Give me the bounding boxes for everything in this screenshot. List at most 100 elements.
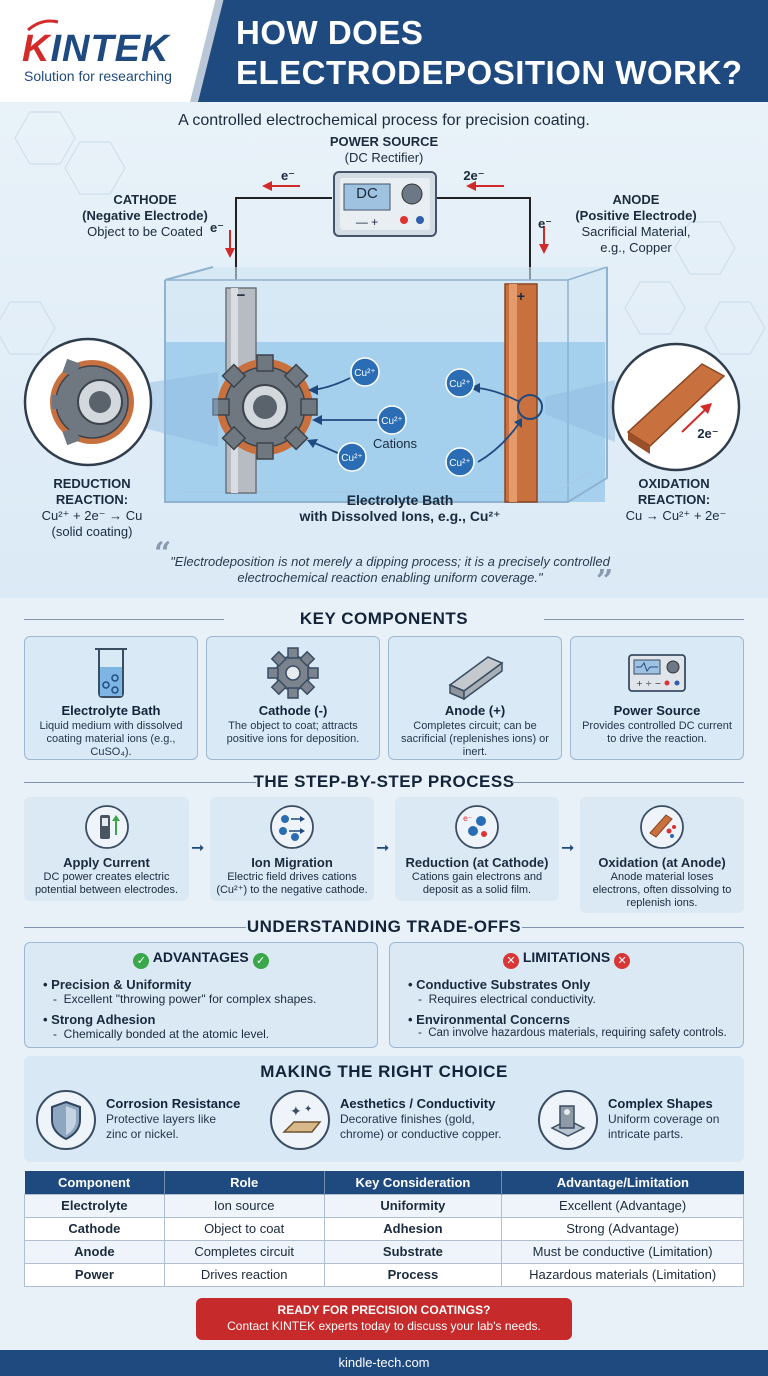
table-cell: Electrolyte [24,1193,165,1218]
table-header: Role [164,1171,325,1194]
table-cell: Drives reaction [163,1262,325,1287]
option-desc: chrome) or conductive copper. [340,1127,502,1141]
option-desc: zinc or nickel. [106,1127,179,1141]
electron-label: e⁻ [280,168,296,183]
component-card-anode: Anode (+) Completes circuit; can be sacr… [388,636,562,760]
step-desc: Cations gain electrons and deposit as a … [411,871,543,896]
table-row: Cathode Object to coat Adhesion Strong (… [24,1216,744,1241]
ion-migration-icon [270,805,314,849]
divider [544,619,744,620]
component-card-cathode: Cathode (-) The object to coat; attracts… [206,636,380,760]
cathode-subtitle: (Negative Electrode) [82,208,208,223]
anode-plate [504,283,543,503]
step-arrow-icon: ➞ [561,840,575,857]
table-header-row: Component Role Key Consideration Advanta… [24,1171,744,1194]
divider [24,927,246,928]
comparison-table: Component Role Key Consideration Advanta… [24,1171,744,1287]
ion-label: Cu²⁺ [354,368,376,379]
complex-part-shape [550,1105,586,1137]
option-title: Corrosion Resistance [106,1096,241,1111]
component-title: Anode (+) [444,703,506,718]
step-title: Ion Migration [251,855,333,870]
ion-label: Cu²⁺ [341,453,363,464]
table-cell: Ion source [163,1193,325,1218]
component-title: Cathode (-) [258,703,328,718]
footer-url-link[interactable]: kindle-tech.com [338,1355,430,1370]
option-desc: Uniform coverage on [608,1112,720,1126]
logo-tagline: Solution for researching [24,68,172,84]
cathode-minus-sign: − [236,287,246,304]
page-title-line-1: HOW DOES [236,14,424,51]
shield-icon-shape [51,1100,81,1141]
component-card-power: + ÷ − Power Source Provides controlled D… [570,636,744,760]
limitation-item-desc: - Requires electrical conductivity. [418,992,596,1006]
reduction-icon: e⁻ [455,805,499,849]
bath-label-line-1: Electrolyte Bath [346,492,454,508]
power-source-title: POWER SOURCE [329,134,439,149]
svg-text:✦: ✦ [304,1104,312,1115]
table-cell: Adhesion [323,1216,503,1241]
option-desc: Decorative finishes (gold, [340,1112,475,1126]
step-desc: DC power creates electric potential betw… [34,871,179,896]
option-desc: Protective layers like [106,1112,217,1126]
electrodeposition-diagram: A controlled electrochemical process for… [0,102,768,599]
ion-circles [337,357,475,477]
table-cell: Excellent (Advantage) [501,1193,744,1218]
table-cell: Power [24,1262,165,1287]
oxidation-title: REACTION: [637,492,711,507]
svg-text:✦: ✦ [290,1104,302,1120]
cations-label: Cations [372,436,418,451]
oxidation-title: OXIDATION [638,476,710,491]
reduction-note: (solid coating) [51,524,133,539]
quote-close-icon: ” [596,564,614,599]
divider [24,782,256,783]
component-title: Electrolyte Bath [61,703,161,718]
component-desc: Liquid medium with dissolved coating mat… [39,720,183,758]
cta-contact-button[interactable]: READY FOR PRECISION COATINGS? Contact KI… [196,1298,572,1340]
reduction-title: REDUCTION [53,476,131,491]
anode-zoom-bubble [611,342,741,472]
anode-plus-sign: + [516,288,526,304]
option-title: Complex Shapes [608,1096,713,1111]
advantages-box: ✓ ADVANTAGES ✓ • Precision & Uniformity … [24,942,378,1048]
anode-description: Sacrificial Material, [581,224,691,239]
divider [522,927,744,928]
cta-heading: READY FOR PRECISION COATINGS? [277,1303,491,1317]
power-display: DC [356,185,378,202]
hex-pattern [0,111,766,355]
table-cell: Completes circuit [163,1239,325,1264]
table-row: Anode Completes circuit Substrate Must b… [24,1239,744,1264]
sparkle-plate-icon: ✦ ✦ [270,1090,330,1150]
choice-title: MAKING THE RIGHT CHOICE [260,1062,508,1081]
power-source-subtitle: (DC Rectifier) [344,150,424,165]
advantages-title: ADVANTAGES [152,949,249,965]
limitation-item-title: • Environmental Concerns [408,1012,571,1027]
limitations-list: • Conductive Substrates Only - Requires … [408,977,743,1039]
check-icon: ✓ [133,953,150,969]
logo-swoosh-icon [27,19,59,32]
divider [512,782,744,783]
reduction-equation: Cu²⁺ + 2e⁻ → Cu [41,508,143,523]
gear-workpiece-icon [212,354,318,460]
anode-title: ANODE [612,192,660,207]
diagram-quote: "Electrodeposition is not merely a dippi… [170,554,610,585]
step-desc: Electric field drives cations (Cu²⁺) to … [216,871,368,896]
svg-text:+ ÷ −: + ÷ − [636,679,661,688]
component-title: Power Source [613,703,701,718]
table-cell: Substrate [323,1239,503,1264]
svg-text:e⁻: e⁻ [463,814,472,823]
advantage-item-title: • Precision & Uniformity [43,977,192,992]
sparkle-plate-shape: ✦ ✦ [282,1104,322,1133]
x-icon: ✕ [502,953,519,969]
table-cell: Strong (Advantage) [501,1216,744,1241]
advantage-item-desc: - Excellent "throwing power" for complex… [53,992,317,1006]
tradeoffs-title: UNDERSTANDING TRADE-OFFS [246,917,522,936]
table-cell: Process [323,1262,503,1287]
cta-subtext: Contact KINTEK experts today to discuss … [227,1319,541,1333]
kintek-logo[interactable]: KINTEK [22,28,169,71]
x-icon: ✕ [614,953,631,969]
option-desc: intricate parts. [608,1127,684,1141]
power-terminal-symbols: — + [355,215,379,229]
diagram-graphics [23,171,741,503]
power-supply-icon: + ÷ − [628,654,686,692]
